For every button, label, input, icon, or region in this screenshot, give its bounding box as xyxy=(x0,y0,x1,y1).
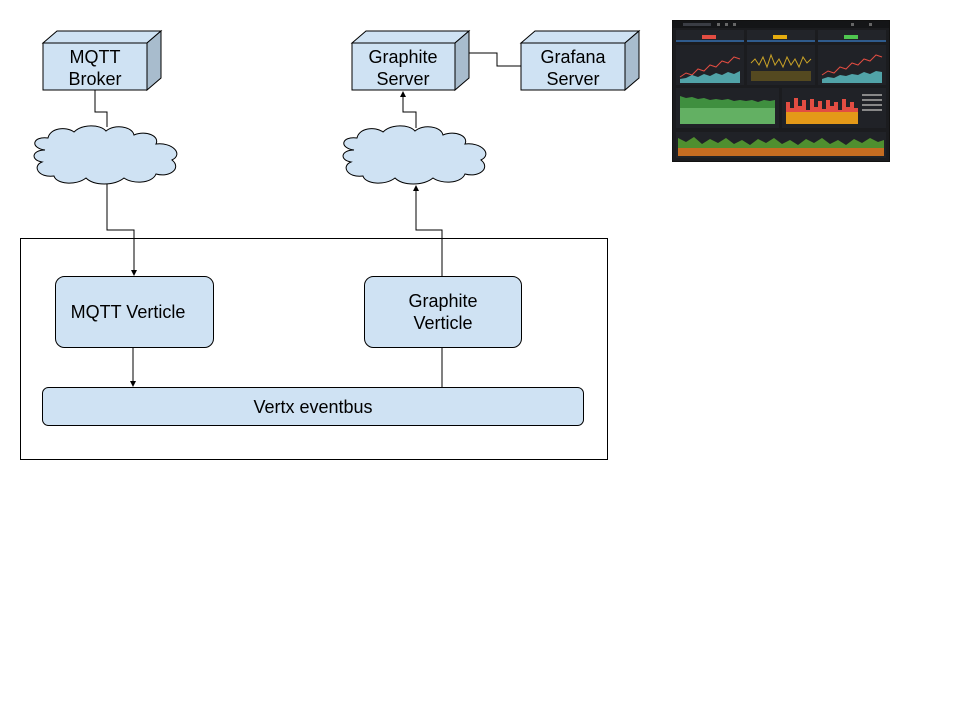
network-cloud-right xyxy=(342,125,487,185)
dashboard-graph-panel xyxy=(818,45,886,85)
dashboard-toolbar-icon xyxy=(717,23,720,26)
dashboard-sparkline xyxy=(679,56,741,83)
dashboard-sparkline xyxy=(821,54,883,83)
dashboard-stat-bar xyxy=(747,40,815,42)
graphite-server-label-line2: Server xyxy=(376,69,429,89)
dashboard-toolbar-icon xyxy=(869,23,872,26)
dashboard-graph-panel xyxy=(747,45,815,85)
mqtt-broker-label-line1: MQTT xyxy=(70,47,121,67)
vertx-eventbus-node: Vertx eventbus xyxy=(42,387,584,426)
dashboard-stat-panel xyxy=(818,30,886,42)
dashboard-stat-panel xyxy=(747,30,815,42)
grafana-server-label-line1: Grafana xyxy=(540,47,606,67)
network-cloud-left xyxy=(33,125,178,185)
dashboard-toolbar-icon xyxy=(851,23,854,26)
graphite-verticle-label-line1: Graphite xyxy=(408,291,477,311)
mqtt-verticle-label: MQTT Verticle xyxy=(71,302,186,322)
dashboard-title-tab xyxy=(683,23,711,26)
dashboard-graph-panel xyxy=(676,45,744,85)
broker-to-cloud-connector xyxy=(94,90,108,127)
grafana-dashboard-thumbnail xyxy=(672,20,890,162)
grafana-server-label-line2: Server xyxy=(546,69,599,89)
dashboard-bar-panel xyxy=(782,88,886,128)
cloud-to-graphite-server-arrow xyxy=(400,91,417,128)
dashboard-topbar xyxy=(673,21,889,28)
mqtt-verticle-node: MQTT Verticle xyxy=(55,276,214,348)
graphite-verticle-label-line2: Verticle xyxy=(413,313,472,333)
dashboard-stat-value xyxy=(844,35,858,39)
dashboard-bar-chart xyxy=(786,94,882,124)
vertx-eventbus-label: Vertx eventbus xyxy=(253,397,372,417)
dashboard-stat-bar xyxy=(676,40,744,42)
mqtt-broker-node: MQTT Broker xyxy=(41,29,163,92)
dashboard-stat-value xyxy=(773,35,787,39)
cloud-to-mqtt-verticle-arrow xyxy=(106,184,137,276)
dashboard-area-chart xyxy=(680,96,775,124)
grafana-server-node: Grafana Server xyxy=(519,29,641,92)
mqtt-broker-label-line2: Broker xyxy=(68,69,121,89)
dashboard-sparkline xyxy=(750,53,812,81)
dashboard-stat-panel xyxy=(676,30,744,42)
graphite-server-label-line1: Graphite xyxy=(368,47,437,67)
dashboard-area-panel xyxy=(676,88,779,128)
dashboard-toolbar-icon xyxy=(725,23,728,26)
dashboard-stat-bar xyxy=(818,40,886,42)
graphite-server-node: Graphite Server xyxy=(350,29,471,92)
graphite-verticle-to-cloud-arrow xyxy=(413,185,443,276)
dashboard-wide-panel xyxy=(676,132,886,158)
dashboard-stat-value xyxy=(702,35,716,39)
dashboard-wide-chart xyxy=(678,137,884,156)
vertx-application-container xyxy=(20,238,608,460)
dashboard-toolbar-icon xyxy=(733,23,736,26)
graphite-verticle-node: Graphite Verticle xyxy=(364,276,522,348)
graphite-grafana-connector xyxy=(469,52,521,67)
